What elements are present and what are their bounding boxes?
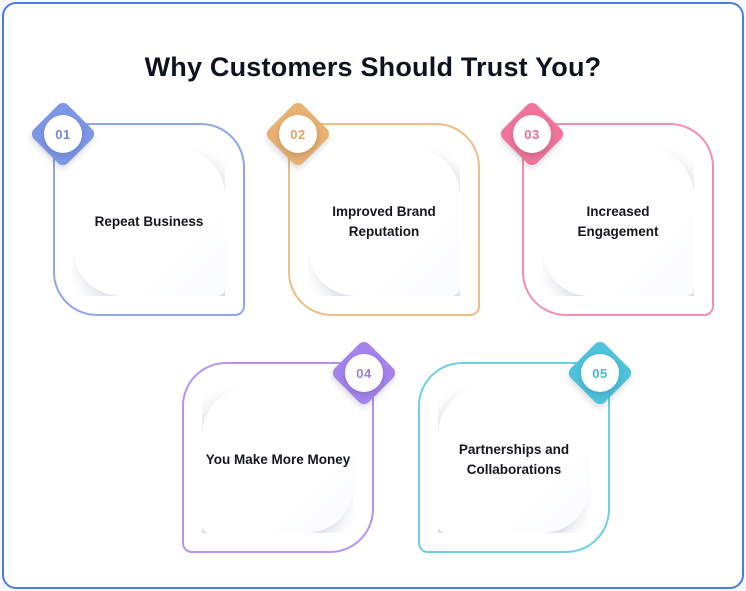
card-number: 05 bbox=[592, 365, 608, 381]
card-body: Partnerships and Collaborations bbox=[438, 387, 590, 533]
card-label: Partnerships and Collaborations bbox=[458, 441, 570, 477]
card-outline bbox=[53, 123, 245, 316]
card-body: Improved Brand Reputation bbox=[308, 148, 460, 296]
card-outline bbox=[418, 362, 610, 553]
page-title: Why Customers Should Trust You? bbox=[144, 52, 602, 83]
card-outline bbox=[288, 123, 480, 316]
card-body: You Make More Money bbox=[202, 387, 354, 533]
trust-card-2: Improved Brand Reputation 02 bbox=[264, 100, 480, 316]
card-number: 02 bbox=[290, 126, 306, 142]
card-label: Repeat Business bbox=[94, 213, 204, 229]
card-body: Increased Engagement bbox=[542, 148, 694, 296]
badge-circle: 03 bbox=[513, 115, 551, 153]
trust-card-3: Increased Engagement 03 bbox=[498, 100, 714, 316]
card-number: 01 bbox=[55, 126, 71, 142]
badge-circle: 05 bbox=[581, 354, 619, 392]
card-body: Repeat Business bbox=[73, 148, 225, 296]
badge-circle: 04 bbox=[345, 354, 383, 392]
trust-card-1: Repeat Business 01 bbox=[29, 100, 245, 316]
badge-circle: 02 bbox=[279, 115, 317, 153]
card-label: You Make More Money bbox=[205, 451, 351, 467]
card-number: 03 bbox=[524, 126, 540, 142]
trust-card-5: Partnerships and Collaborations 05 bbox=[418, 339, 634, 553]
card-outline bbox=[522, 123, 714, 316]
card-number: 04 bbox=[356, 365, 372, 381]
card-label: Increased Engagement bbox=[577, 203, 659, 239]
card-label: Improved Brand Reputation bbox=[332, 203, 436, 239]
badge-circle: 01 bbox=[44, 115, 82, 153]
trust-card-4: You Make More Money 04 bbox=[182, 339, 398, 553]
card-outline bbox=[182, 362, 374, 553]
